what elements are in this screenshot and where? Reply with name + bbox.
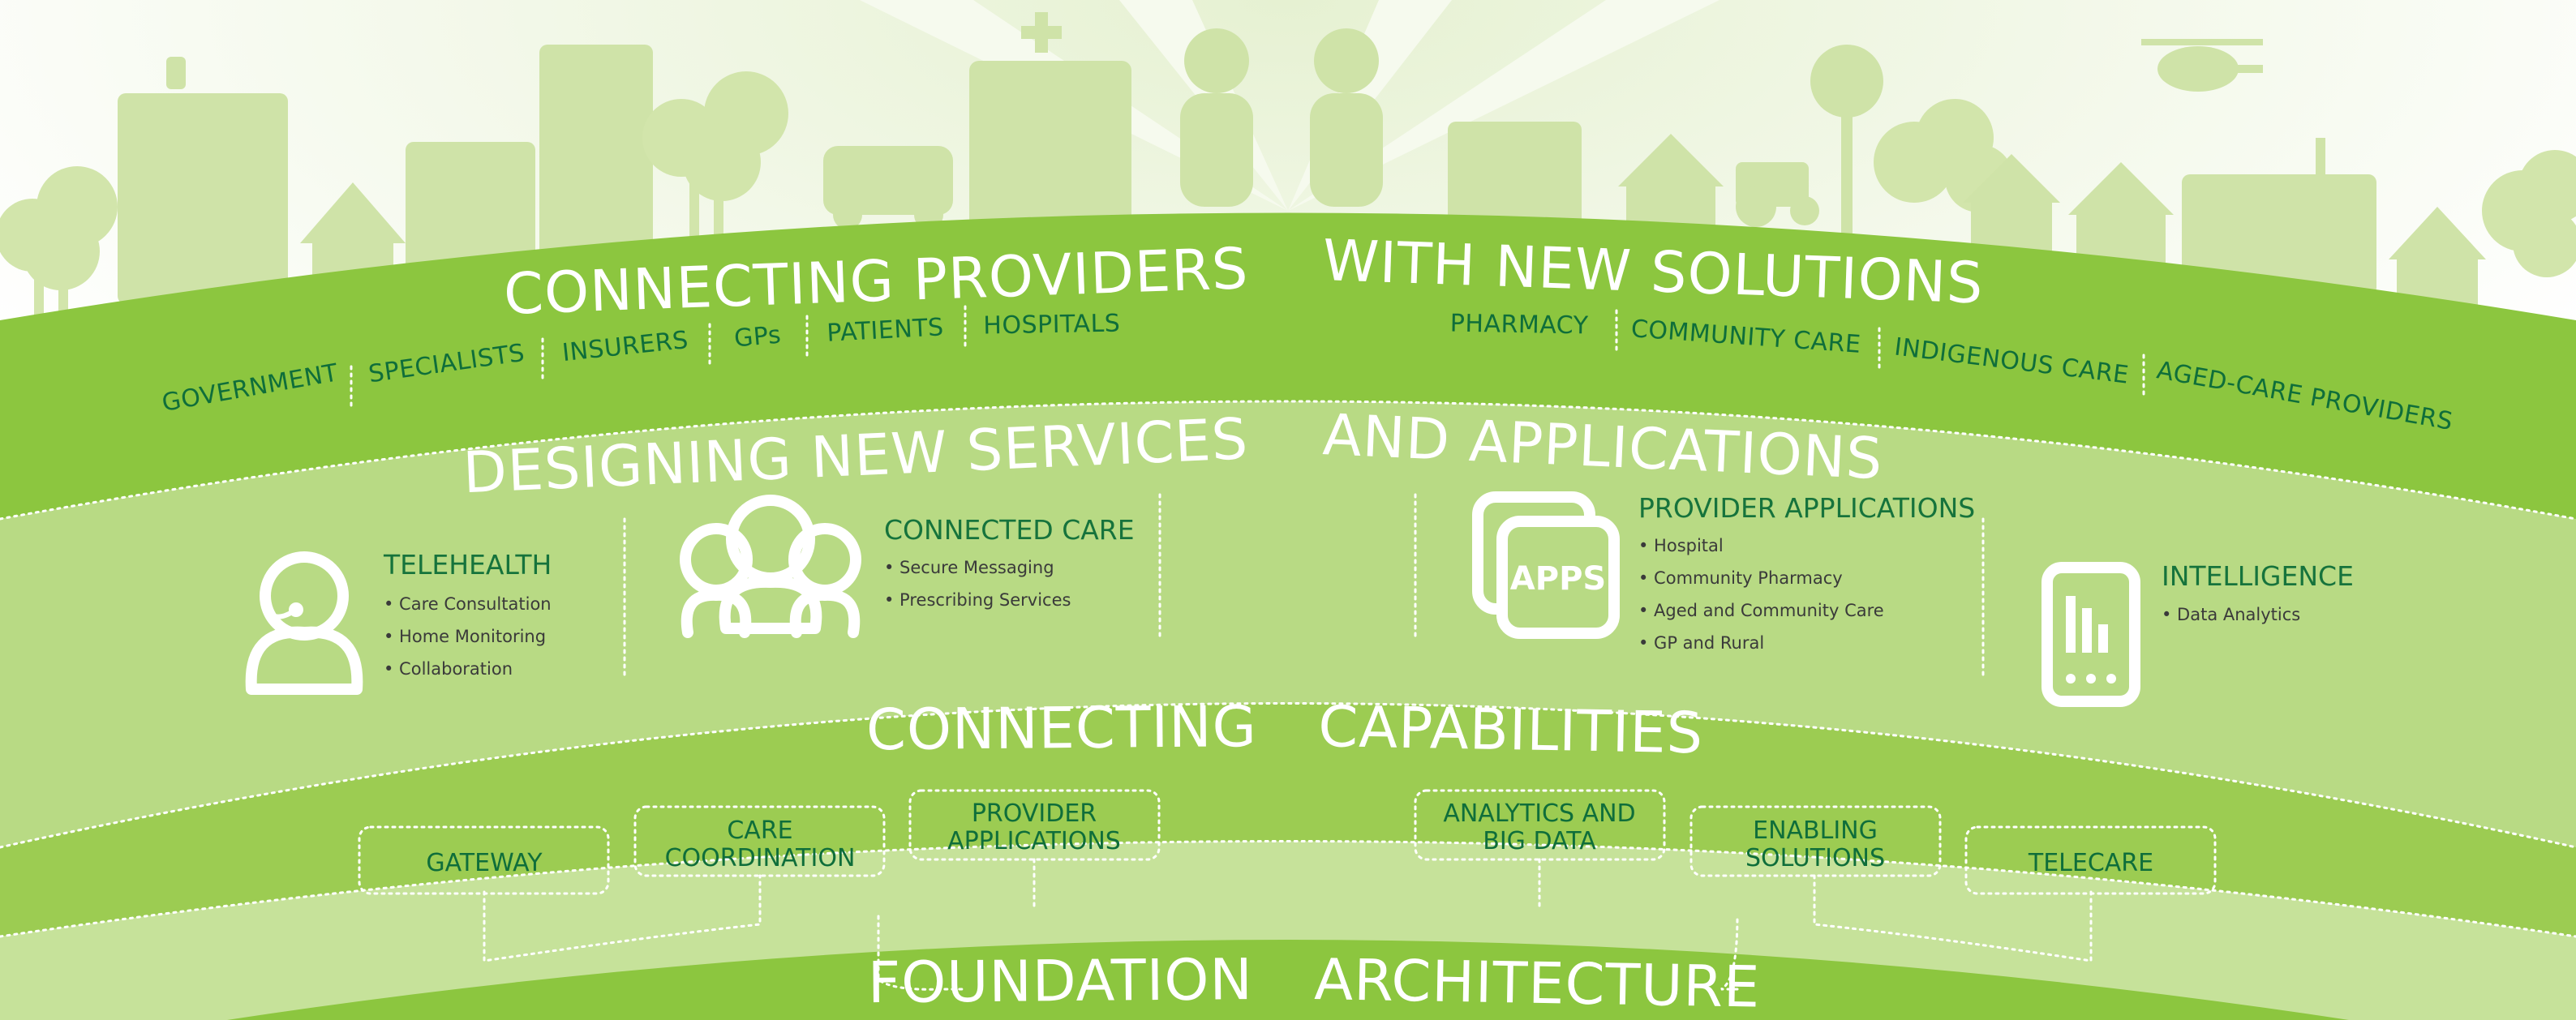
capability-label: SOLUTIONS bbox=[1745, 844, 1885, 872]
heading-foundation: FOUNDATION bbox=[867, 946, 1253, 1016]
capabilities-list: GATEWAY CARE COORDINATION PROVIDER APPLI… bbox=[358, 789, 2217, 895]
service-bullet: • Data Analytics bbox=[2162, 605, 2300, 624]
service-connected-care: CONNECTED CARE • Secure Messaging • Pres… bbox=[680, 495, 1135, 638]
capability-label: CARE bbox=[727, 816, 792, 845]
service-bullet: • Collaboration bbox=[384, 659, 513, 679]
service-bullet: • Secure Messaging bbox=[884, 558, 1054, 577]
service-bullet: • Aged and Community Care bbox=[1638, 601, 1884, 620]
capability-care-coordination: CARE COORDINATION bbox=[633, 805, 886, 877]
service-bullet: • Prescribing Services bbox=[884, 590, 1071, 610]
capability-box bbox=[633, 805, 886, 877]
service-title: CONNECTED CARE bbox=[884, 514, 1135, 546]
provider-separators bbox=[350, 305, 2145, 409]
service-bullet: • Hospital bbox=[1638, 536, 1724, 555]
service-title: PROVIDER APPLICATIONS bbox=[1638, 492, 1975, 524]
capability-enabling-solutions: ENABLING SOLUTIONS bbox=[1689, 805, 1942, 877]
service-bullet: • Care Consultation bbox=[384, 594, 552, 614]
band-separator-line bbox=[0, 840, 2576, 938]
capability-label: BIG DATA bbox=[1483, 827, 1596, 855]
tree-icon bbox=[0, 166, 118, 316]
capability-box bbox=[1964, 825, 2217, 895]
capability-label: PROVIDER bbox=[972, 799, 1097, 828]
tree-icon bbox=[642, 71, 788, 243]
capability-box bbox=[358, 825, 610, 895]
band-separator-line bbox=[0, 702, 2576, 849]
service-title: TELEHEALTH bbox=[383, 549, 552, 581]
building-icon bbox=[539, 45, 653, 296]
service-bullet: • Community Pharmacy bbox=[1638, 568, 1843, 588]
tractor-icon bbox=[1736, 162, 1819, 227]
capability-connectors bbox=[483, 858, 2093, 991]
capability-label: ENABLING bbox=[1753, 816, 1878, 845]
capability-telecare: TELECARE bbox=[1964, 825, 2217, 895]
service-telehealth: TELEHEALTH • Care Consultation • Home Mo… bbox=[245, 549, 552, 695]
school-building-icon bbox=[2182, 138, 2376, 296]
service-separators bbox=[623, 493, 1985, 679]
heading-connecting: CONNECTING bbox=[866, 693, 1258, 763]
provider-label: PATIENTS bbox=[826, 313, 945, 348]
windmill-icon bbox=[1810, 45, 1883, 259]
capability-provider-applications: PROVIDER APPLICATIONS bbox=[908, 789, 1161, 861]
capability-box bbox=[908, 789, 1161, 861]
apps-icon-label: APPS bbox=[1510, 560, 1606, 598]
people-icon bbox=[1180, 28, 1383, 207]
capability-label: APPLICATIONS bbox=[947, 827, 1121, 855]
capability-label: GATEWAY bbox=[426, 849, 543, 877]
provider-label: HOSPITALS bbox=[983, 310, 1121, 341]
capability-gateway: GATEWAY bbox=[358, 825, 610, 895]
band-separator-line bbox=[0, 400, 2576, 521]
building-icon bbox=[118, 57, 288, 304]
provider-label: PHARMACY bbox=[1450, 310, 1589, 341]
capability-box bbox=[1414, 789, 1666, 861]
capability-label: TELECARE bbox=[2028, 849, 2153, 877]
heading-architecture: ARCHITECTURE bbox=[1314, 946, 1761, 1020]
helicopter-icon bbox=[2141, 39, 2263, 92]
service-provider-applications: APPS PROVIDER APPLICATIONS • Hospital • … bbox=[1472, 491, 1975, 653]
capability-label: COORDINATION bbox=[665, 844, 856, 872]
capability-box bbox=[1689, 805, 1942, 877]
service-title: INTELLIGENCE bbox=[2162, 560, 2354, 592]
group-of-people-icon bbox=[680, 495, 861, 638]
service-bullet: • Home Monitoring bbox=[384, 627, 546, 646]
service-bullet: • GP and Rural bbox=[1638, 633, 1764, 653]
service-intelligence: INTELLIGENCE • Data Analytics bbox=[2041, 560, 2354, 707]
foundation-band bbox=[227, 940, 2349, 1020]
tree-icon bbox=[2482, 150, 2576, 277]
tablet-chart-icon bbox=[2041, 562, 2140, 707]
heading-capabilities: CAPABILITIES bbox=[1318, 693, 1704, 766]
capability-analytics-big-data: ANALYTICS AND BIG DATA bbox=[1414, 789, 1666, 861]
headset-user-icon bbox=[245, 551, 363, 695]
provider-label: GPs bbox=[733, 321, 783, 354]
apps-icon: APPS bbox=[1472, 491, 1620, 639]
capability-label: ANALYTICS AND bbox=[1443, 799, 1635, 828]
